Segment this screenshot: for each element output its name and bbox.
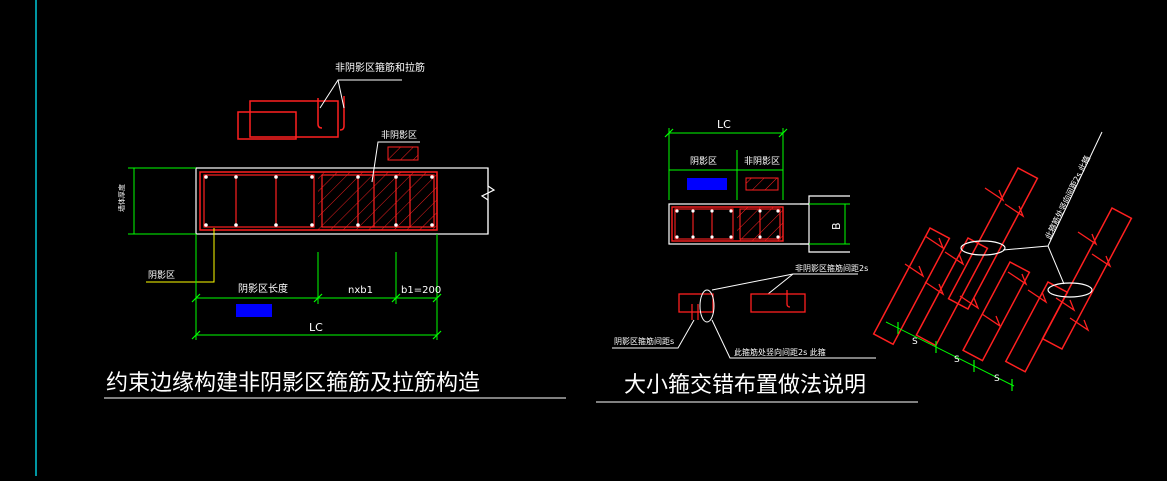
mid-leader-bottom-label: 此箍筋处竖向间距2s 此箍 xyxy=(734,347,826,357)
shaded-leader xyxy=(146,228,215,283)
mid-detail-hook xyxy=(786,290,791,308)
mid-detail-ellipse xyxy=(699,289,715,323)
dim-nxb1: nxb1 xyxy=(348,285,373,296)
side-dim-label: 墙体厚度 xyxy=(117,184,126,212)
mid-dim-b: B xyxy=(830,222,843,230)
right-spacing-1: S xyxy=(912,337,918,347)
top-detail-hook-2 xyxy=(339,96,345,131)
mid-detail-stirrup-right xyxy=(750,293,806,313)
top-leader-label: 非阴影区箍筋和拉筋 xyxy=(335,61,425,74)
stirrup-nonshaded-3 xyxy=(395,174,435,228)
mid-label-shaded: 阴影区 xyxy=(690,156,717,167)
stirrup-outer xyxy=(199,171,438,231)
middle-drawing: LC 阴影区 非阴影区 B 非阴影区箍筋间距2s xyxy=(596,118,918,403)
dim-shaded-length: 阴影区长度 xyxy=(238,282,288,295)
top-detail-stirrup-2 xyxy=(237,111,297,140)
mid-dim-ticks xyxy=(664,128,788,138)
legend-shaded-swatch xyxy=(236,304,272,317)
mid-detail-hooks-left xyxy=(691,304,699,320)
shaded-label: 阴影区 xyxy=(148,270,175,281)
mid-stirrup-1 xyxy=(674,208,734,240)
mid-leader-left-label: 阴影区箍筋间距s xyxy=(614,336,674,346)
nonshaded-label: 非阴影区 xyxy=(381,129,417,141)
mid-swatch-shaded xyxy=(687,178,727,190)
mid-rebar-dots xyxy=(675,209,780,239)
right-leader-label: 此箍筋处竖向间距2s 此箍 xyxy=(1043,154,1092,241)
mid-dim-lc: LC xyxy=(717,118,731,131)
dim-b1: b1=200 xyxy=(401,285,441,296)
mid-wall-outline xyxy=(668,203,810,245)
top-detail-hook-1 xyxy=(317,98,323,129)
top-leader-line xyxy=(319,79,402,109)
right-drawing: 此箍筋处竖向间距2s 此箍 S S S xyxy=(872,131,1133,391)
rebar-dots xyxy=(204,175,434,227)
mid-wall-continuation-2 xyxy=(800,243,850,253)
mid-leader-bottom-line xyxy=(711,319,876,359)
top-leader-line-2 xyxy=(337,79,345,109)
break-line xyxy=(480,168,496,234)
right-leader-line-2 xyxy=(1047,245,1065,285)
nonshaded-leader xyxy=(371,141,420,183)
right-ellipse-1 xyxy=(960,240,1006,256)
stirrup-shaded xyxy=(203,174,315,228)
stirrup-nonshaded-2 xyxy=(357,174,411,228)
top-detail-stirrup-1 xyxy=(249,100,339,138)
legend-nonshaded-swatch xyxy=(387,146,419,161)
dim-total-lc: LC xyxy=(309,321,323,334)
mid-detail-stirrup-left xyxy=(678,293,714,313)
mid-swatch-nonshaded xyxy=(745,177,779,191)
mid-leader-right-line xyxy=(711,273,794,291)
right-ellipse-2 xyxy=(1047,282,1093,298)
mid-label-nonshaded: 非阴影区 xyxy=(744,155,780,167)
left-drawing-title: 约束边缘构建非阴影区箍筋及拉筋构造 xyxy=(106,371,480,396)
nonshaded-region-hatch xyxy=(318,172,437,230)
right-dim-ticks xyxy=(897,322,1013,391)
dim-ticks xyxy=(191,293,442,340)
angled-stirrups xyxy=(872,166,1133,373)
mid-leader-left-line xyxy=(612,319,695,349)
mid-leader-right-label: 非阴影区箍筋间距2s xyxy=(795,263,868,273)
right-spacing-2: S xyxy=(954,355,960,365)
mid-wall-continuation xyxy=(800,195,850,205)
stirrup-nonshaded-1 xyxy=(321,174,375,228)
angled-hooks xyxy=(904,187,1112,332)
mid-stirrup-outer xyxy=(671,206,784,242)
left-drawing: 非阴影区箍筋和拉筋 非阴影区 墙体厚度 xyxy=(104,61,566,399)
middle-drawing-title: 大小箍交错布置做法说明 xyxy=(624,373,866,398)
right-spacing-3: S xyxy=(994,374,1000,384)
mid-leader-right-line-2 xyxy=(767,273,794,295)
right-dim-line xyxy=(885,321,1015,387)
